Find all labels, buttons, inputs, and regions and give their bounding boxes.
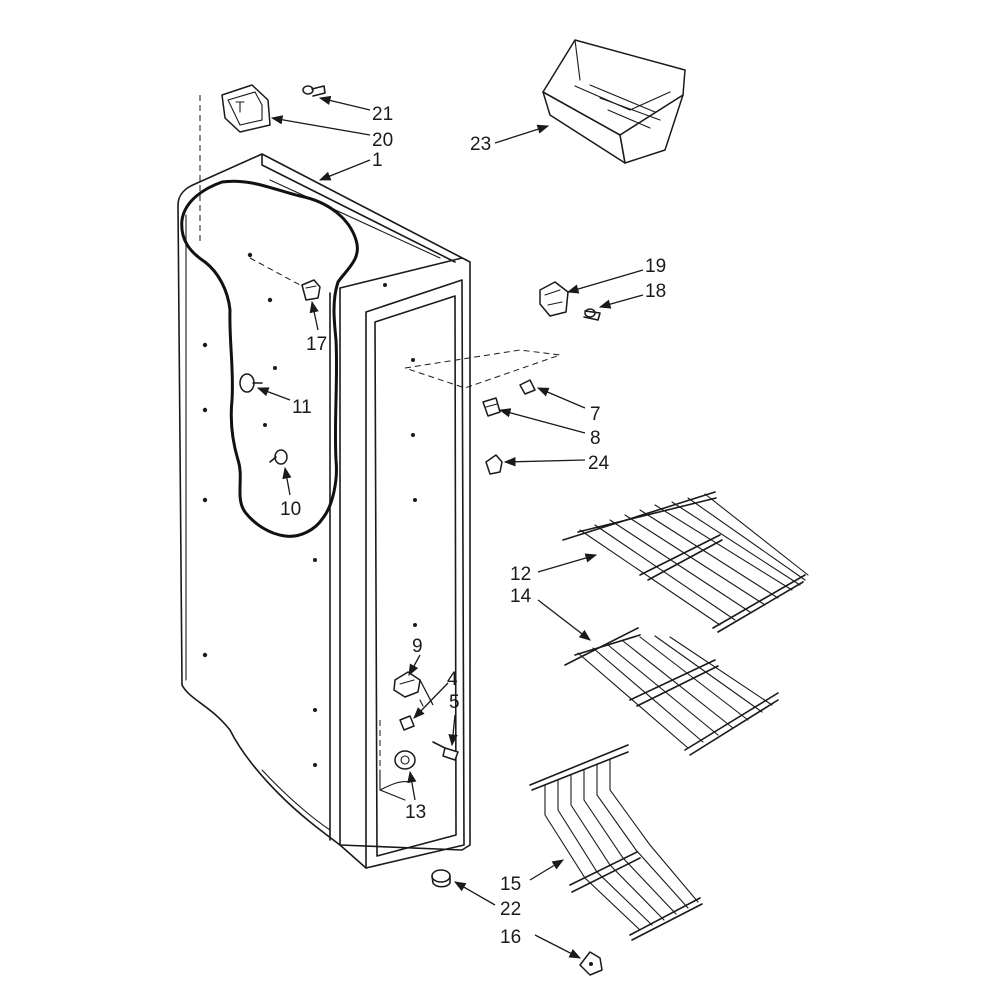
screw-part-5 <box>432 741 459 761</box>
screw-part-21 <box>302 85 326 97</box>
callout-4: 4 <box>447 669 458 690</box>
callout-1: 1 <box>372 150 383 171</box>
callout-17: 17 <box>306 334 327 355</box>
clip-part-24 <box>485 454 503 475</box>
callout-13: 13 <box>405 802 426 823</box>
callout-20: 20 <box>372 130 393 151</box>
callout-9: 9 <box>412 636 423 657</box>
fastener-part-10 <box>269 449 288 465</box>
bracket-part-19 <box>539 281 569 317</box>
stopper-part-16 <box>579 951 603 976</box>
callout-23: 23 <box>470 134 491 155</box>
wire-shelf-part-14 <box>564 627 779 756</box>
callout-22: 22 <box>500 899 521 920</box>
callout-5: 5 <box>449 692 460 713</box>
fitting-part-13 <box>394 750 416 770</box>
callout-labels: 21 20 1 23 19 18 17 11 7 8 24 10 12 14 9… <box>280 104 666 948</box>
basket-shelf-part-15 <box>529 744 703 941</box>
freezer-liner-part-1 <box>177 153 471 869</box>
wire-shelf-part-12 <box>562 491 809 633</box>
callout-15: 15 <box>500 874 521 895</box>
screw-part-18 <box>583 308 601 321</box>
callout-19: 19 <box>645 256 666 277</box>
fitting-part-4 <box>399 699 424 731</box>
plug-part-22 <box>431 869 451 888</box>
callout-16: 16 <box>500 927 521 948</box>
clip-part-7 <box>519 379 536 395</box>
callout-14: 14 <box>510 586 532 607</box>
guide-line-17 <box>249 257 301 286</box>
guide-line-7 <box>404 349 561 389</box>
callout-21: 21 <box>372 104 393 125</box>
clip-part-8 <box>482 397 501 417</box>
fastener-part-17 <box>301 279 321 301</box>
leader-lines <box>256 95 644 959</box>
bracket-part-20 <box>221 84 271 133</box>
callout-7: 7 <box>590 404 601 425</box>
callout-24: 24 <box>588 453 610 474</box>
callout-12: 12 <box>510 564 531 585</box>
callout-18: 18 <box>645 281 666 302</box>
callout-10: 10 <box>280 499 301 520</box>
ice-bin-part-23 <box>542 39 686 164</box>
fastener-part-11 <box>239 373 263 393</box>
fitting-part-9 <box>393 671 421 698</box>
callout-11: 11 <box>292 397 312 418</box>
callout-8: 8 <box>590 428 601 449</box>
